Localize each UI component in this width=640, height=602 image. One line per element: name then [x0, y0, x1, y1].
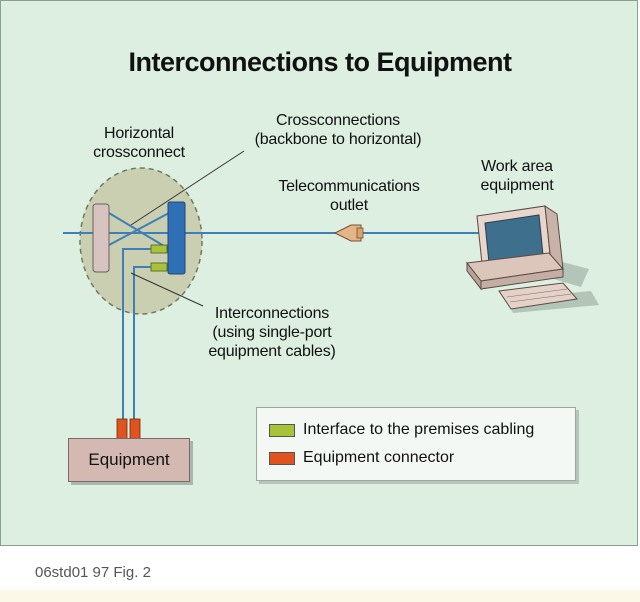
computer-icon	[466, 204, 599, 313]
interface-port-2	[150, 262, 168, 272]
legend-item-connector: Equipment connector	[269, 449, 454, 467]
equipment-cable-2	[133, 266, 151, 421]
label-crossconnections: Crossconnections (backbone to horizontal…	[233, 111, 443, 149]
label-line: Interconnections	[214, 305, 330, 322]
label-horizontal-crossconnect: Horizontal crossconnect	[79, 124, 199, 162]
label-line: Horizontal	[103, 125, 175, 142]
crossconnection-cable-2	[108, 212, 170, 246]
interconnections-leader	[130, 272, 204, 307]
legend-item-interface: Interface to the premises cabling	[269, 421, 534, 439]
equipment-connector-1	[116, 418, 128, 440]
interface-port-1	[150, 244, 168, 254]
diagram-figure: Interconnections to Equipment Horizontal…	[0, 0, 638, 546]
equipment-label: Equipment	[88, 450, 170, 469]
equipment-box: Equipment	[68, 438, 190, 482]
equipment-cable-1	[122, 248, 151, 421]
label-line: Crossconnections	[276, 112, 400, 129]
label-line: Telecommunications	[278, 178, 420, 195]
equipment-connector-2	[129, 418, 141, 440]
label-line: crossconnect	[93, 144, 185, 161]
label-line: (backbone to horizontal)	[254, 131, 422, 148]
backbone-block	[92, 203, 110, 273]
bottom-strip	[0, 590, 640, 602]
telecom-outlet-icon	[333, 224, 364, 242]
legend-label: Interface to the premises cabling	[303, 421, 535, 438]
label-work-area-equipment: Work area equipment	[457, 157, 577, 195]
legend-label: Equipment connector	[303, 449, 455, 466]
crossconnections-leader	[130, 150, 245, 226]
diagram-graphics	[63, 150, 599, 440]
label-interconnections: Interconnections (using single-port equi…	[197, 304, 347, 361]
diagram-title: Interconnections to Equipment	[128, 47, 512, 77]
label-line: outlet	[330, 197, 368, 214]
legend: Interface to the premises cabling Equipm…	[256, 407, 576, 481]
crossconnection-cable-1	[108, 212, 170, 250]
label-telecom-outlet: Telecommunications outlet	[249, 177, 449, 215]
label-line: (using single-port	[212, 324, 332, 341]
label-line: equipment	[480, 177, 554, 194]
legend-swatch-connector	[269, 451, 295, 465]
figure-caption: 06std01 97 Fig. 2	[35, 564, 151, 581]
crossconnect-block	[167, 201, 186, 275]
label-line: equipment cables)	[208, 343, 336, 360]
label-line: Work area	[481, 158, 553, 175]
legend-swatch-interface	[269, 423, 295, 437]
